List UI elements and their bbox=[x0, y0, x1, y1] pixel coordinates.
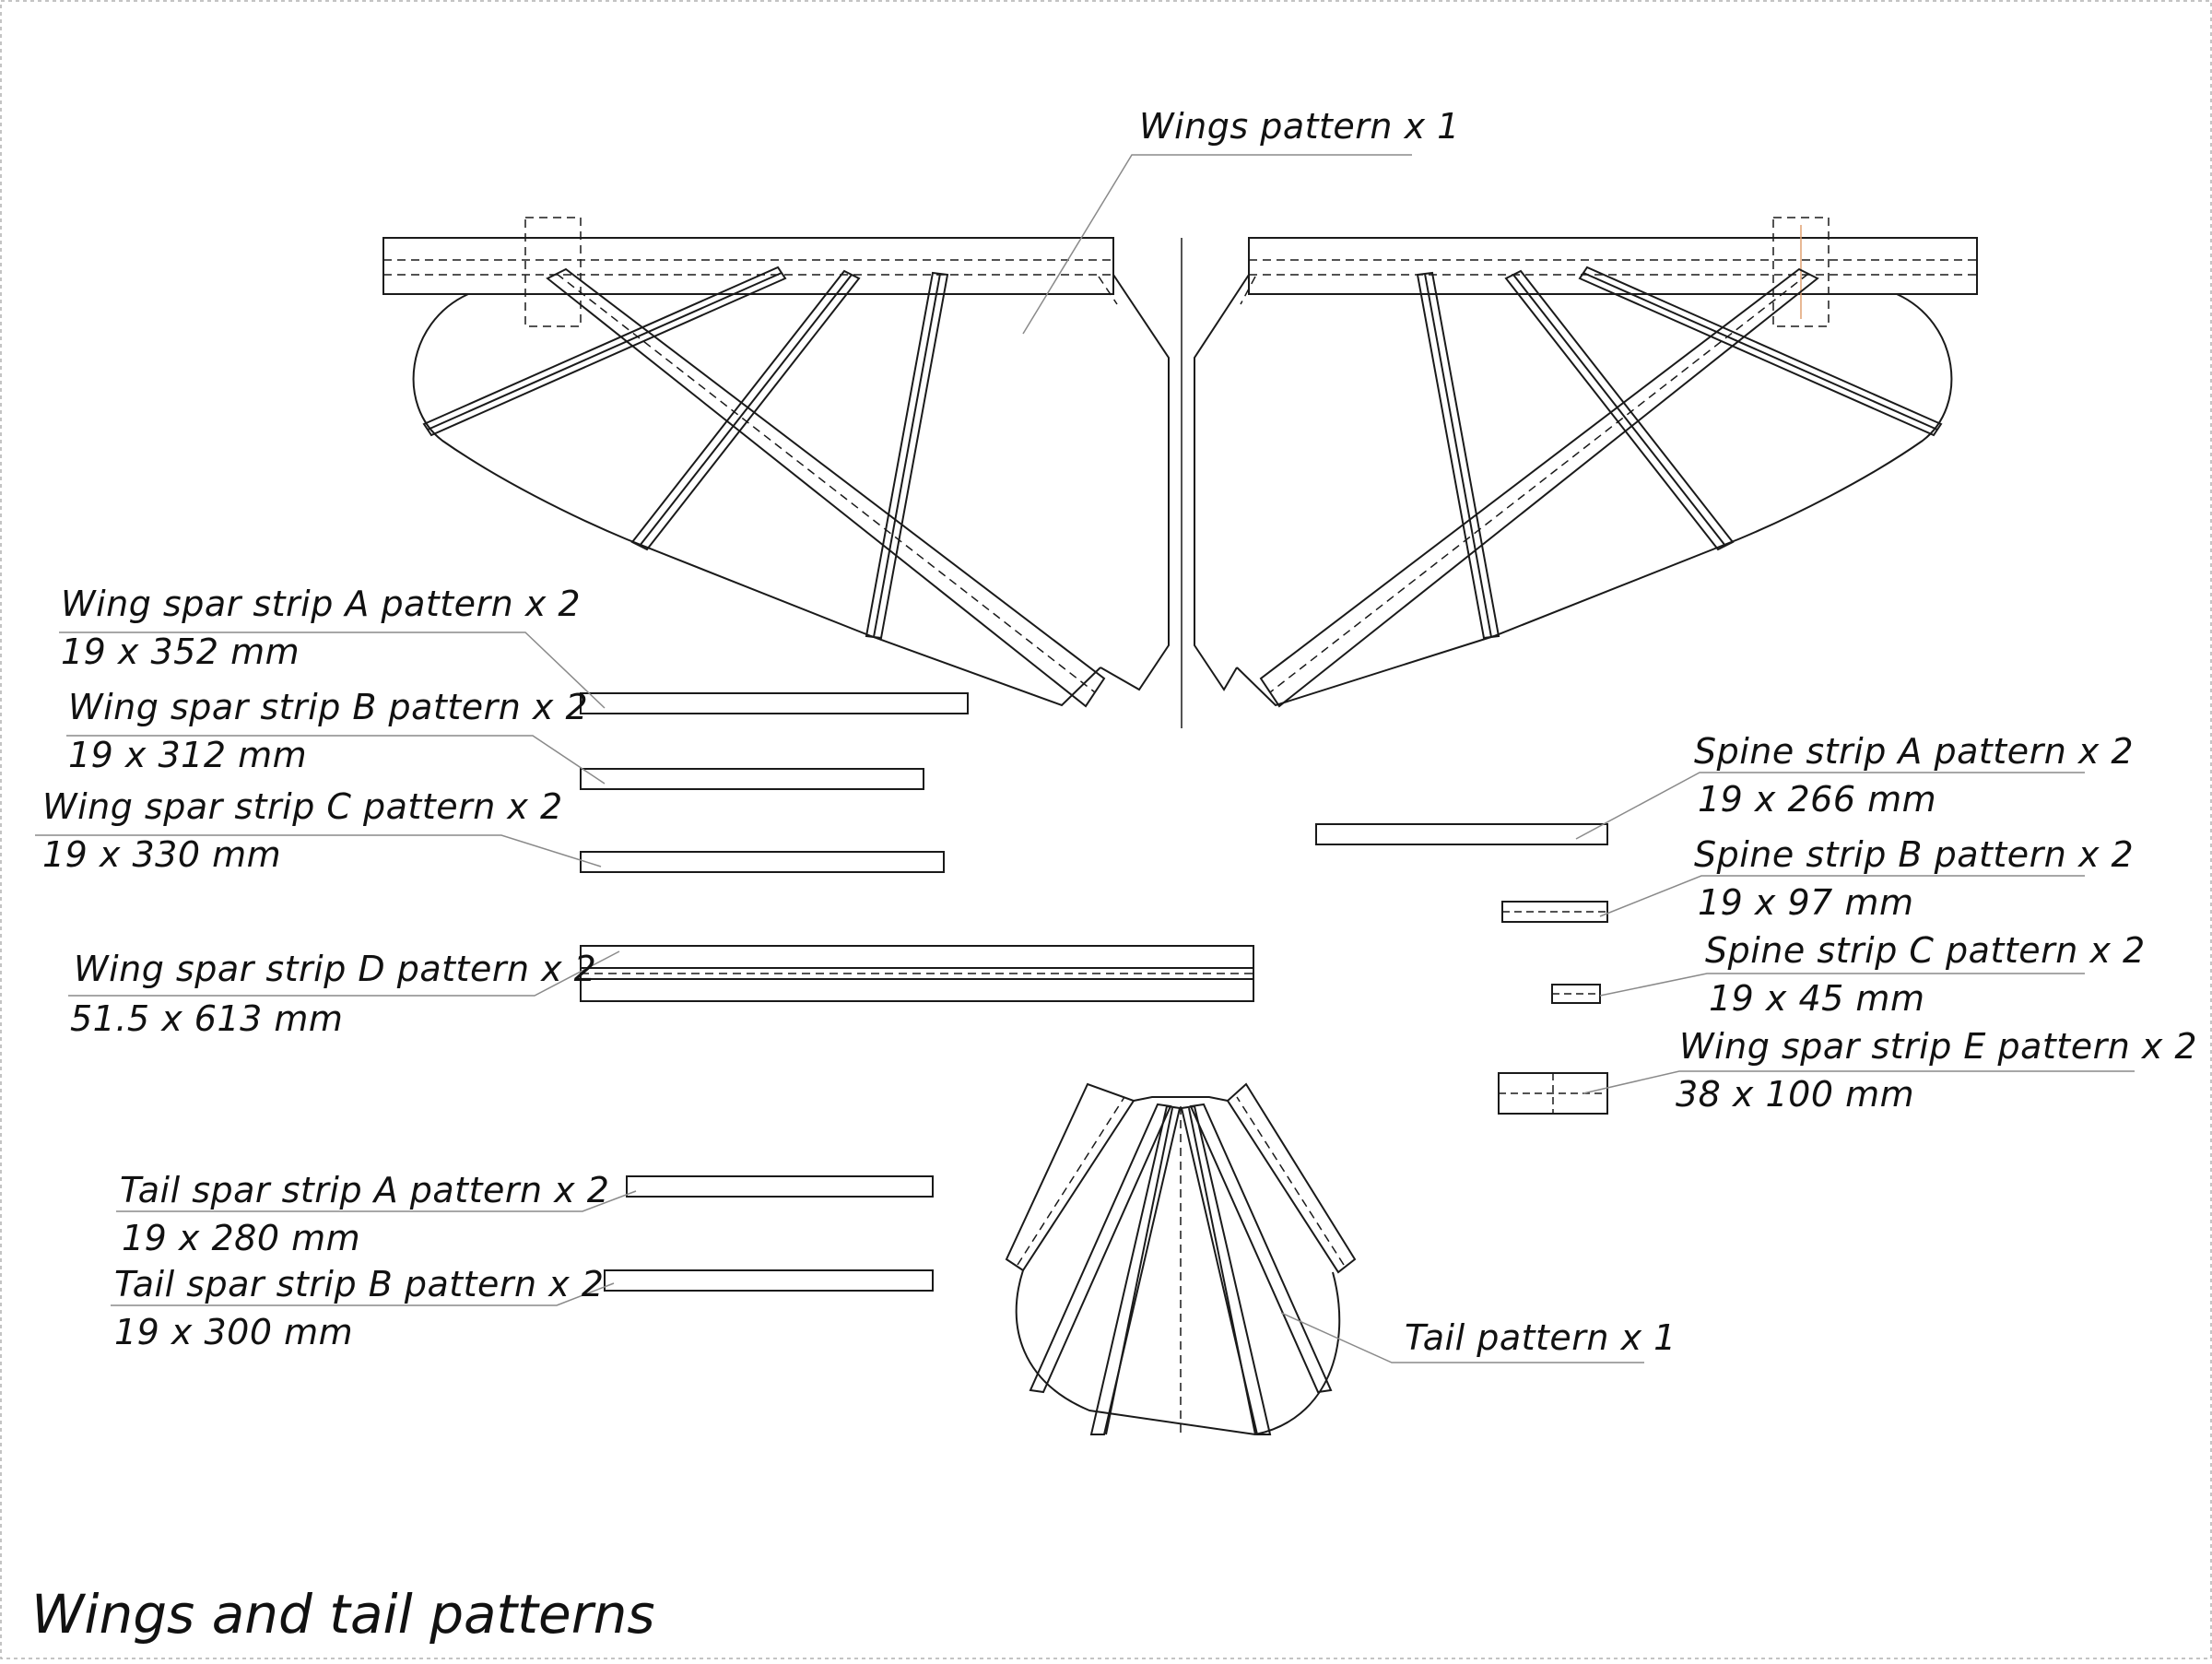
right-spar-c-line bbox=[1425, 274, 1491, 637]
tail-outline bbox=[1017, 1270, 1340, 1434]
left-wing-top-bar bbox=[383, 238, 1113, 294]
spar-e-label: Wing spar strip E pattern x 2 bbox=[1679, 1026, 2198, 1067]
spar-e-leader bbox=[1583, 1071, 2135, 1093]
right-spar-d-dash bbox=[1270, 274, 1808, 692]
tail-a-strip bbox=[627, 1176, 933, 1197]
left-spar-a-line bbox=[428, 273, 782, 430]
spine-b-label: Spine strip B pattern x 2 bbox=[1694, 834, 2135, 875]
left-strips bbox=[35, 632, 1253, 1305]
spar-b-label: Wing spar strip B pattern x 2 bbox=[68, 687, 589, 727]
tail-top-cap bbox=[1134, 1097, 1228, 1101]
right-spar-c bbox=[1418, 273, 1499, 638]
spar-e-dim: 38 x 100 mm bbox=[1676, 1074, 1915, 1115]
left-spar-c-line bbox=[874, 274, 940, 637]
right-wing bbox=[1194, 218, 1977, 706]
right-spar-b bbox=[1506, 271, 1733, 549]
spar-a-strip bbox=[581, 693, 968, 714]
tail-strip-l1 bbox=[1030, 1104, 1171, 1392]
tail-right-flap-dash bbox=[1237, 1097, 1344, 1265]
spine-c-dim: 19 x 45 mm bbox=[1709, 978, 1925, 1019]
wings-pattern bbox=[383, 155, 1977, 728]
spine-c-label: Spine strip C pattern x 2 bbox=[1705, 930, 2146, 971]
left-spar-d-dash bbox=[557, 274, 1095, 692]
wings-label: Wings pattern x 1 bbox=[1139, 106, 1460, 147]
left-spar-d bbox=[547, 269, 1104, 706]
spine-b-leader bbox=[1600, 876, 2085, 916]
tail-b-dim: 19 x 300 mm bbox=[114, 1312, 354, 1352]
tail-a-dim: 19 x 280 mm bbox=[122, 1218, 361, 1258]
right-wing-inner-edge bbox=[1194, 275, 1249, 690]
tail-a-leader bbox=[116, 1191, 636, 1211]
spar-c-label: Wing spar strip C pattern x 2 bbox=[42, 786, 563, 827]
right-spar-a bbox=[1580, 267, 1941, 435]
right-wing-outline bbox=[1237, 294, 1951, 705]
wings-leader bbox=[1023, 155, 1412, 334]
left-corner-dash bbox=[1099, 277, 1117, 304]
spine-a-label: Spine strip A pattern x 2 bbox=[1694, 731, 2135, 772]
tail-inner-r bbox=[1189, 1108, 1255, 1434]
right-spar-a-line bbox=[1583, 273, 1937, 430]
left-wing-outline bbox=[414, 294, 1100, 705]
left-wing-tab bbox=[525, 218, 581, 326]
spar-d-label: Wing spar strip D pattern x 2 bbox=[74, 949, 597, 989]
spar-c-leader bbox=[35, 835, 601, 867]
spar-a-label: Wing spar strip A pattern x 2 bbox=[61, 584, 582, 624]
spine-a-dim: 19 x 266 mm bbox=[1698, 779, 1937, 820]
spine-c-leader bbox=[1600, 974, 2085, 996]
spar-a-dim: 19 x 352 mm bbox=[61, 631, 300, 672]
sheet-title: Wings and tail patterns bbox=[31, 1583, 655, 1646]
tail-b-strip bbox=[605, 1270, 933, 1291]
tail-leader bbox=[1281, 1313, 1644, 1363]
tail-inner-l bbox=[1106, 1108, 1172, 1434]
spine-a-leader bbox=[1576, 773, 2085, 839]
left-spar-a bbox=[424, 267, 785, 435]
spar-c-strip bbox=[581, 852, 944, 872]
spine-a-strip bbox=[1316, 824, 1607, 844]
tail-pattern bbox=[1006, 1084, 1644, 1434]
right-spar-b-line bbox=[1513, 275, 1725, 546]
left-wing bbox=[383, 218, 1169, 706]
tail-strip-l2 bbox=[1091, 1106, 1180, 1434]
spar-b-strip bbox=[581, 769, 924, 789]
spar-b-dim: 19 x 312 mm bbox=[68, 735, 308, 775]
tail-strip-r2 bbox=[1182, 1106, 1270, 1434]
left-spar-b-line bbox=[640, 275, 852, 546]
spar-d-dim: 51.5 x 613 mm bbox=[70, 998, 344, 1039]
tail-left-flap-dash bbox=[1018, 1097, 1124, 1265]
tail-label: Tail pattern x 1 bbox=[1405, 1317, 1677, 1358]
spar-a-leader bbox=[59, 632, 605, 708]
right-spar-d bbox=[1261, 269, 1818, 706]
right-strips bbox=[1316, 773, 2135, 1114]
spar-c-dim: 19 x 330 mm bbox=[42, 834, 282, 875]
tail-b-label: Tail spar strip B pattern x 2 bbox=[114, 1264, 605, 1304]
tail-strip-r1 bbox=[1191, 1104, 1331, 1392]
right-corner-dash bbox=[1241, 277, 1255, 304]
left-spar-c bbox=[866, 273, 947, 638]
spine-b-dim: 19 x 97 mm bbox=[1698, 882, 1914, 923]
left-spar-b bbox=[632, 271, 859, 549]
spar-b-leader bbox=[66, 736, 605, 784]
spar-d-leader bbox=[68, 951, 619, 996]
right-wing-tab bbox=[1773, 218, 1829, 326]
tail-a-label: Tail spar strip A pattern x 2 bbox=[120, 1170, 610, 1210]
left-wing-inner-edge bbox=[1100, 275, 1169, 690]
tail-b-leader bbox=[111, 1283, 614, 1305]
